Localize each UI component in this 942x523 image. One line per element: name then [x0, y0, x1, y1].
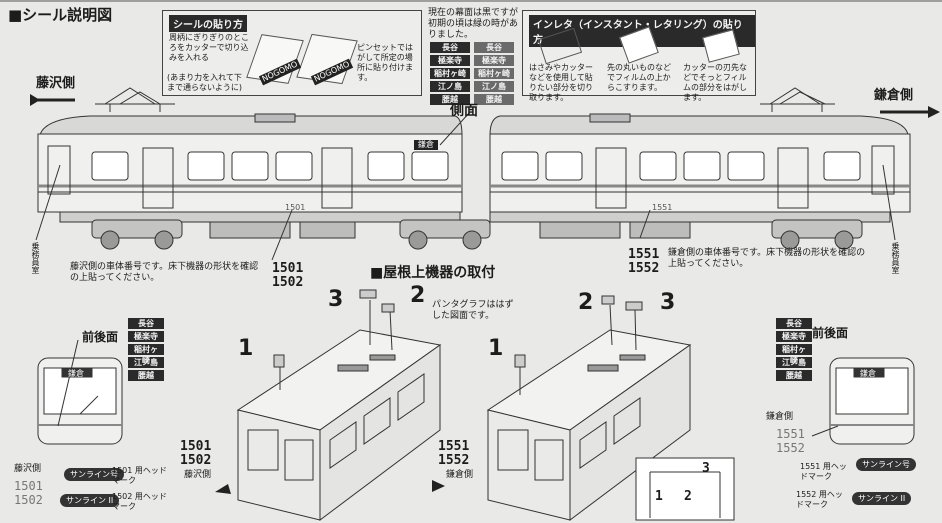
number-1501-bottom: 1501: [180, 439, 212, 454]
kamakura-bottom-label: 鎌倉側: [446, 470, 474, 480]
front-view-right: [811, 357, 915, 445]
iso-car-left: [236, 289, 442, 521]
headmark-badge: サンライン号: [856, 458, 916, 471]
number-1502-bottom: 1502: [180, 453, 212, 468]
dest-tag: 江ノ島: [128, 357, 164, 368]
front-dest-board-right: 鎌倉: [860, 369, 876, 378]
number-1502-light: 1502: [14, 493, 43, 507]
dest-tag: 長谷: [776, 318, 812, 329]
number-1551-bottom: 1551: [438, 439, 470, 454]
dest-tag: 江ノ島: [430, 81, 470, 92]
callout-2: 2: [410, 283, 426, 308]
front-dest-tags-right: 長谷 極楽寺 稲村ヶ崎 江ノ島 腰越: [776, 318, 812, 383]
dest-tag: 腰越: [430, 94, 470, 105]
headmark-1502-label: 1502 用ヘッドマーク: [112, 492, 167, 511]
kamakura-bottom-right-label: 鎌倉側: [766, 412, 794, 422]
dest-tag: 稲村ヶ崎: [474, 68, 514, 79]
inset-callout-1: 1: [655, 489, 663, 504]
dest-tag: 江ノ島: [776, 357, 812, 368]
callout-3: 3: [660, 290, 676, 315]
headmark-badge: サンライン II: [852, 492, 912, 505]
callout-3: 3: [328, 287, 344, 312]
callout-1: 1: [238, 336, 254, 361]
number-1552-light: 1552: [776, 441, 805, 455]
vertical-label-left: 乗務員室: [31, 242, 40, 274]
dest-tag: 稲村ヶ崎: [776, 344, 812, 365]
car-plate-left: 1501: [285, 203, 306, 212]
callout-1: 1: [488, 336, 504, 361]
pantograph-note: パンタグラフははずした図面です。: [432, 300, 514, 321]
inset-callout-2: 2: [684, 489, 692, 504]
train-dest-sign: 鎌倉: [414, 140, 438, 150]
dest-tag: 稲村ヶ崎: [430, 68, 470, 79]
headmark-1501-label: 1501 用ヘッドマーク: [112, 466, 167, 485]
train-side-view: [35, 87, 911, 261]
dest-tag: 極楽寺: [430, 55, 470, 66]
fujisawa-bottom-label: 藤沢側: [184, 470, 212, 480]
dest-tag: 極楽寺: [776, 331, 812, 342]
dest-tag: 極楽寺: [474, 55, 514, 66]
callout-2: 2: [578, 290, 594, 315]
seal-step1-note: (あまり力を入れて下まで通らないように): [167, 73, 242, 92]
seal-step1: 周柄にぎりぎりのところをカッターで切り込みを入れる: [169, 33, 249, 62]
front-dest-board-left: 鎌倉: [68, 369, 84, 378]
car-plate-right: 1551: [652, 203, 673, 212]
headmark-1551-label: 1551 用ヘッドマーク: [800, 462, 847, 481]
page-title: ■シール説明図: [8, 6, 113, 24]
front-face-label-right: 前後面: [812, 326, 849, 340]
headmark-badge: サンライン II: [60, 494, 120, 507]
kamakura-side-label: 鎌倉側: [874, 88, 914, 103]
vertical-label-right: 乗務員室: [891, 242, 900, 274]
arrow-right-icon: [928, 106, 940, 118]
front-dest-tags-left: 長谷 極楽寺 稲村ヶ崎 江ノ島 腰越: [128, 318, 164, 383]
headmark-1552-label: 1552 用ヘッドマーク: [796, 490, 843, 509]
destination-tags-black: 長谷 極楽寺 稲村ヶ崎 江ノ島 腰越: [430, 42, 470, 107]
dest-tag: 長谷: [128, 318, 164, 329]
fujisawa-car-note: 藤沢側の車体番号です。床下機器の形状を確認の上貼ってください。: [70, 262, 259, 283]
number-1552-bottom: 1552: [438, 453, 470, 468]
roof-section-title: ■屋根上機器の取付: [370, 265, 496, 281]
fujisawa-bottom-left-label: 藤沢側: [14, 464, 42, 474]
fujisawa-side-label: 藤沢側: [36, 76, 76, 91]
arrow-down-left-icon: [432, 480, 445, 492]
number-1551: 1551: [628, 247, 660, 262]
dest-tag: 長谷: [474, 42, 514, 53]
destination-note: 現在の幕面は黒ですが初期の頃は緑の時がありました。: [428, 8, 519, 40]
front-face-label-left: 前後面: [82, 330, 119, 344]
pantograph-right: [760, 87, 835, 112]
destination-tags-gray: 長谷 極楽寺 稲村ヶ崎 江ノ島 腰越: [474, 42, 514, 107]
dest-tag: 極楽寺: [128, 331, 164, 342]
dest-tag: 腰越: [776, 370, 812, 381]
inletta-instructions-box: インレタ（インスタント・レタリング）の貼り方 はさみやカッターなどを使用して貼り…: [522, 10, 756, 102]
seal-step2: ピンセットではがして所定の場所に貼り付けます。: [357, 43, 413, 82]
number-1552: 1552: [628, 261, 660, 276]
number-1501: 1501: [272, 261, 304, 276]
kamakura-car-note: 鎌倉側の車体番号です。床下機器の形状を確認の上貼ってください。: [668, 248, 866, 269]
inset-callout-3: 3: [702, 461, 710, 476]
dest-tag: 江ノ島: [474, 81, 514, 92]
number-1502: 1502: [272, 275, 304, 290]
dest-tag: 腰越: [474, 94, 514, 105]
pantograph-left: [95, 87, 175, 112]
bogies: [91, 219, 863, 250]
side-face-label: 側面: [450, 103, 478, 119]
inletta-step2: 先の丸いものなどでフィルムの上からこすります。: [607, 63, 671, 92]
headmark-badge: サンライン号: [64, 468, 124, 481]
number-1501-light: 1501: [14, 479, 43, 493]
inletta-step3: カッターの刃先などでそっとフィルムの部分をはがします。: [683, 63, 747, 102]
dest-tag: 腰越: [128, 370, 164, 381]
dest-tag: 稲村ヶ崎: [128, 344, 164, 365]
inletta-step1: はさみやカッターなどを使用して貼りたい部分を切り取ります。: [529, 63, 593, 102]
arrow-down-right-icon: [215, 484, 231, 494]
number-1551-light: 1551: [776, 427, 805, 441]
seal-header: シールの貼り方: [169, 15, 247, 32]
inset-diagram: [635, 457, 735, 521]
seal-instructions-box: シールの貼り方 周柄にぎりぎりのところをカッターで切り込みを入れる (あまり力を…: [162, 10, 422, 96]
dest-tag: 長谷: [430, 42, 470, 53]
iso-car-right: [486, 295, 692, 521]
front-view-left: [37, 339, 123, 445]
